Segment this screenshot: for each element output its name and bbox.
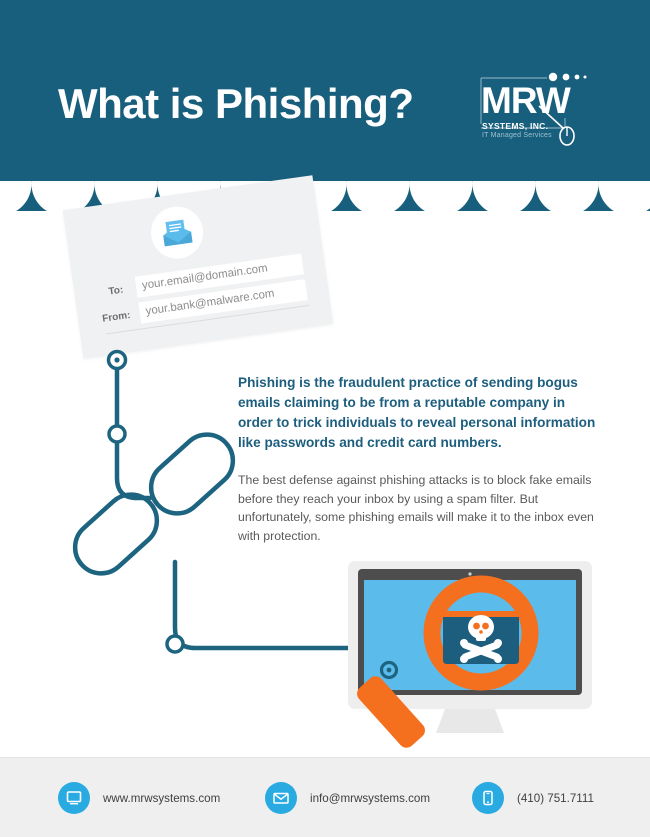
- phone-icon: [472, 782, 504, 814]
- logo-company: SYSTEMS, INC.: [482, 121, 549, 131]
- connector-nodes: [106, 349, 185, 654]
- footer-email[interactable]: info@mrwsystems.com: [265, 782, 430, 814]
- open-envelope-icon: [163, 219, 193, 247]
- footer-bar: www.mrwsystems.com info@mrwsystems.com (…: [0, 757, 650, 837]
- envelope-icon: [265, 782, 297, 814]
- page-title: What is Phishing?: [58, 80, 414, 127]
- magnifying-glass-icon: [357, 575, 539, 748]
- monitor-icon: [58, 782, 90, 814]
- logo-frame-icon: [480, 72, 587, 146]
- phishing-email-card: To: your.email@domain.com From: your.ban…: [62, 175, 334, 359]
- from-label: From:: [101, 309, 132, 325]
- body-paragraph: The best defense against phishing attack…: [238, 473, 594, 544]
- footer-website[interactable]: www.mrwsystems.com: [58, 782, 220, 814]
- skull-and-crossbones-icon: [460, 615, 502, 663]
- footer-website-text: www.mrwsystems.com: [103, 791, 221, 805]
- screen-node-icon: [379, 660, 399, 680]
- footer-phone-text: (410) 751.7111: [517, 791, 594, 805]
- footer-email-text: info@mrwsystems.com: [310, 791, 430, 805]
- mrw-logo: MRW SYSTEMS, INC. IT Managed Services: [477, 66, 589, 156]
- envelope-badge: [147, 203, 207, 262]
- logo-wordmark: MRW: [481, 80, 571, 121]
- footer-phone[interactable]: (410) 751.7111: [472, 782, 594, 814]
- lead-paragraph: Phishing is the fraudulent practice of s…: [238, 375, 596, 451]
- header-banner: [0, 0, 650, 212]
- to-label: To:: [107, 284, 125, 298]
- chain-connector: [72, 349, 363, 654]
- malicious-envelope-icon: [443, 611, 519, 664]
- logo-tagline: IT Managed Services: [482, 132, 552, 139]
- monitor-illustration: [348, 561, 592, 748]
